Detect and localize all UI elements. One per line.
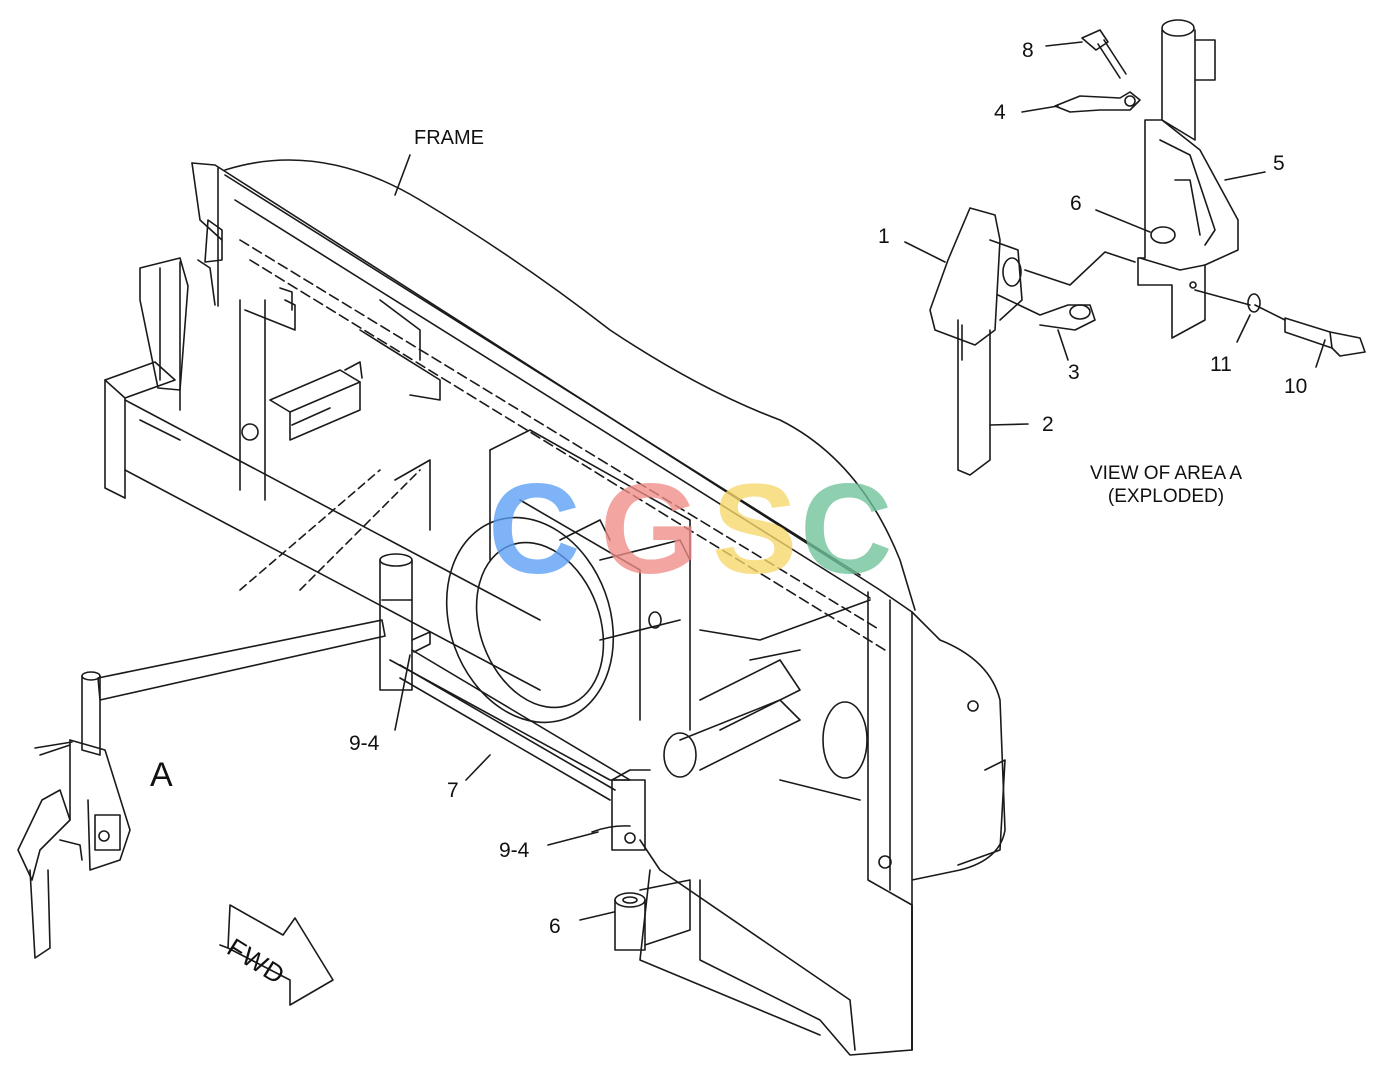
left-structure [104,219,541,691]
exploded-parts-1-2-3 [929,207,1136,476]
callout-8: 8 [1022,39,1034,62]
frame-beam [191,159,1006,1056]
callout-5: 5 [1273,152,1285,175]
label-frame: FRAME [414,127,484,149]
watermark-letter-g: G [600,458,700,601]
exploded-bracket-5 [1137,19,1239,339]
view-caption: VIEW OF AREA A (EXPLODED) [1040,462,1292,508]
callout-6-top: 6 [1070,192,1082,215]
exploded-fasteners [1054,29,1366,357]
view-caption-line1: VIEW OF AREA A [1089,463,1243,484]
fwd-arrow [219,904,334,1006]
callout-10: 10 [1284,375,1308,398]
callout-2: 2 [1042,413,1054,436]
watermark-letter-c2: C [800,458,893,601]
callout-9-4-upper: 9-4 [349,732,380,755]
callout-1: 1 [878,225,890,248]
label-area-a: A [150,756,173,794]
leader-lines [394,41,1326,921]
watermark-letter-c1: C [488,458,581,601]
watermark-letter-s: S [712,458,798,601]
center-mount [445,429,871,801]
area-a-assembly [17,671,131,959]
callout-11: 11 [1210,353,1232,376]
callout-3: 3 [1068,361,1080,384]
view-caption-line2: (EXPLODED) [1107,486,1225,507]
callout-9-4-lower: 9-4 [499,839,530,862]
callout-4: 4 [994,101,1006,124]
callout-6-bottom: 6 [549,915,561,938]
callout-7: 7 [447,779,459,802]
